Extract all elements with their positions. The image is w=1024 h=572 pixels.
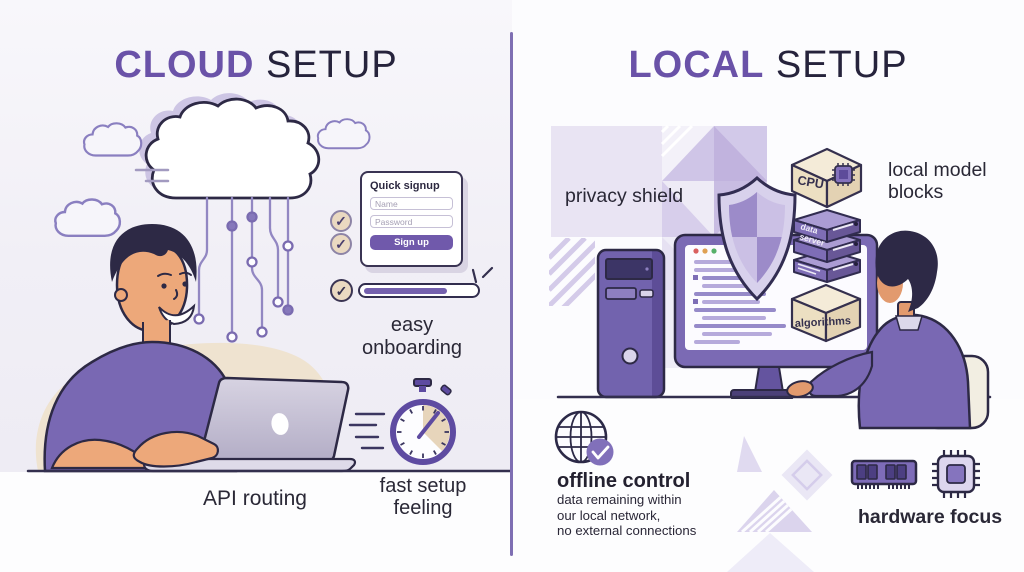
check-icon: ✓ [330,210,352,232]
progress-fill [364,287,447,294]
local-model-line2: blocks [888,180,944,203]
cloud-icon [134,93,321,200]
hardware-focus-label: hardware focus [858,506,1003,528]
local-title-rest: SETUP [764,44,908,86]
easy-onboarding-label: easy onboarding [361,314,463,359]
cloud-setup-title: CLOUD SETUP [0,44,512,86]
sparkle-icon [471,266,494,284]
computer-tower-icon [596,248,666,399]
fast-setup-line2: feeling [393,497,453,519]
local-setup-title: LOCAL SETUP [512,44,1024,86]
person-left-forearm [132,430,219,468]
password-input[interactable] [370,215,453,228]
check-icon: ✓ [330,279,353,302]
chip-icon [932,450,980,498]
fast-setup-label: fast setup feeling [362,475,484,519]
circuit-lines [197,196,290,334]
fast-setup-line1: fast setup [379,475,467,497]
local-title-accent: LOCAL [628,44,765,86]
person-right [786,230,972,430]
cloud-title-rest: SETUP [254,44,398,86]
decor-triangles [727,436,833,572]
globe-icon [554,410,614,466]
cpu-cube-icon: CPU [790,147,863,209]
offline-sub-line2: our local network, [557,507,661,523]
check-icon: ✓ [330,233,352,255]
svg-text:algorithms: algorithms [795,315,852,330]
left-desk-front [0,472,512,572]
small-cloud-icon [316,118,371,150]
data-server-stack-icon: data server [793,209,861,283]
laptop-icon [142,376,357,473]
cloud-setup-illustration [0,93,512,572]
check-glyph: ✓ [335,213,347,229]
privacy-shield-label: privacy shield [565,185,684,207]
check-glyph: ✓ [335,282,348,299]
svg-text:CPU: CPU [796,173,824,191]
shield-icon [717,175,797,302]
local-model-line1: local model [888,159,987,181]
name-input[interactable] [370,197,453,210]
circuit-nodes [193,211,294,343]
ram-icon [850,459,918,489]
algorithms-cube-icon: algorithms [790,283,862,343]
offline-sub-line1: data remaining within [557,492,682,507]
small-cloud-icon [54,198,122,238]
offline-control-sublabel: data remaining within our local network,… [557,492,696,539]
small-cloud-icon [82,122,143,157]
panel-divider [510,32,513,556]
svg-text:data: data [799,221,819,236]
check-glyph: ✓ [335,236,347,252]
sign-up-button[interactable]: Sign up [370,235,453,250]
signup-card-title: Quick signup [370,180,440,192]
local-model-blocks-label: local model blocks [888,159,987,203]
stopwatch-icon [348,378,456,465]
offline-sub-line3: no external connections [557,523,697,538]
local-setup-illustration: CPU [512,124,1024,572]
progress-bar [358,283,480,298]
offline-control-label: offline control [557,470,691,492]
api-routing-label: API routing [203,487,307,510]
cloud-title-accent: CLOUD [114,44,255,86]
quick-signup-card: Quick signup Sign up [360,171,463,267]
